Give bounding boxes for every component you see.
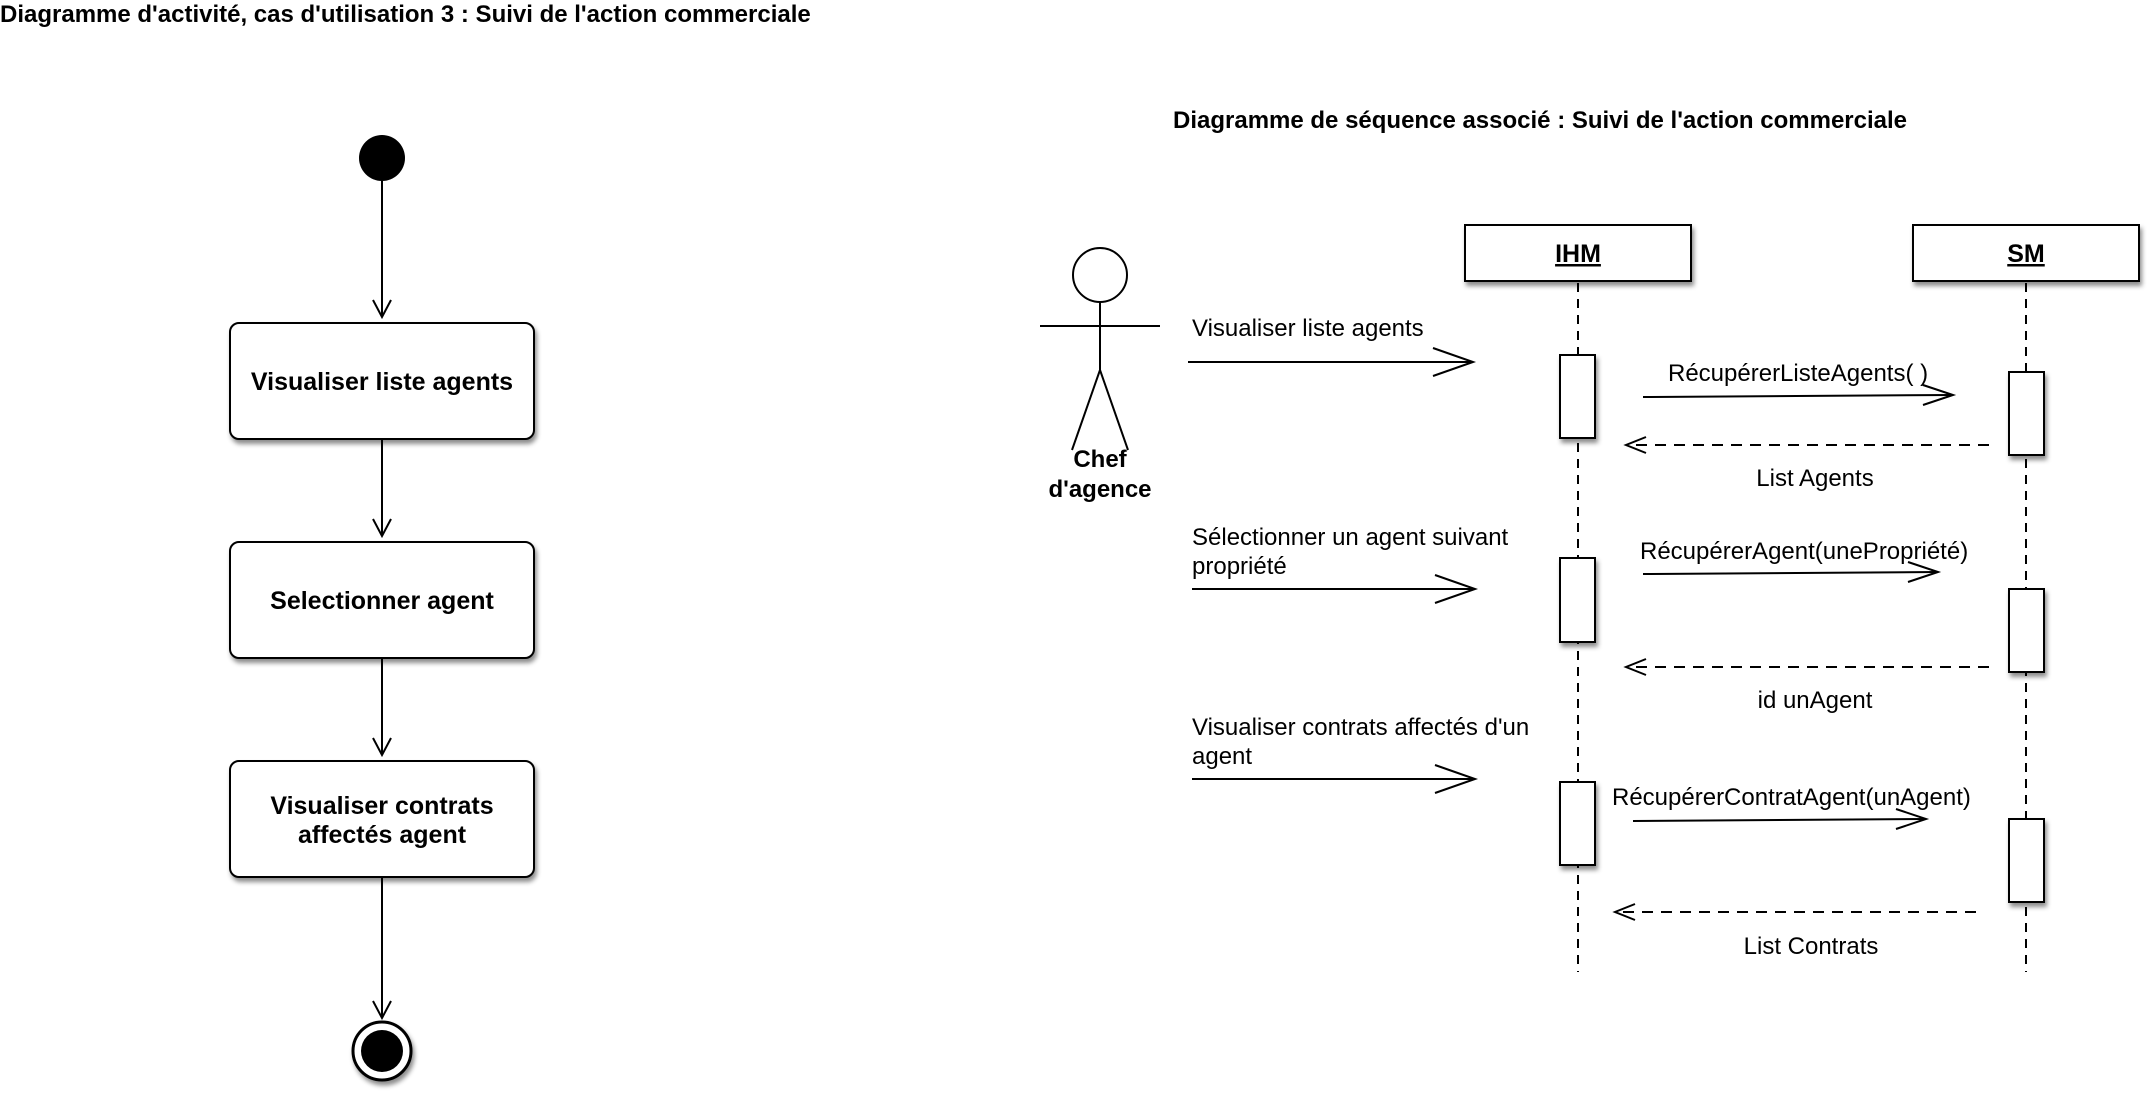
open-arrowhead xyxy=(1922,384,1957,406)
activity-node: Visualiser contrats affectés agent xyxy=(229,760,535,878)
activation-sm xyxy=(2008,588,2045,673)
message-label-line-2: propriété xyxy=(1192,553,1287,580)
return-label: id unAgent xyxy=(1758,687,1873,714)
activation-sm xyxy=(2008,371,2045,456)
actor-label-line-1: Chef xyxy=(1073,446,1127,473)
message-label-line-1: Sélectionner un agent suivant xyxy=(1192,524,1509,551)
open-arrowhead xyxy=(1432,347,1477,377)
sequence-diagram-title: Diagramme de séquence associé : Suivi de… xyxy=(1173,107,1907,134)
return-label: List Contrats xyxy=(1744,933,1879,960)
return-arrowhead xyxy=(1612,903,1636,921)
actor-label-line-2: d'agence xyxy=(1048,476,1151,503)
return-label: List Agents xyxy=(1756,465,1873,492)
activity-diagram-title: Diagramme d'activité, cas d'utilisation … xyxy=(0,1,811,28)
message-label: Visualiser liste agents xyxy=(1192,315,1424,342)
lifeline-label-sm: SM xyxy=(2007,240,2045,268)
open-arrowhead xyxy=(1434,764,1479,794)
call-arrow xyxy=(1632,818,1927,822)
call-label: RécupérerListeAgents( ) xyxy=(1668,360,1928,387)
activity-label-line-2: affectés agent xyxy=(298,821,467,849)
actor-figure xyxy=(1040,247,1160,451)
activity-node: Visualiser liste agents xyxy=(229,322,535,440)
call-arrow xyxy=(1642,571,1939,575)
open-arrowhead xyxy=(1895,808,1930,830)
open-arrowhead xyxy=(1434,574,1479,604)
message-label-line-1: Visualiser contrats affectés d'un xyxy=(1192,714,1529,741)
flow-arrowhead xyxy=(372,518,392,539)
call-arrow xyxy=(1642,394,1954,398)
activity-label: Visualiser liste agents xyxy=(251,368,513,396)
activity-label: Selectionner agent xyxy=(270,587,494,615)
return-arrowhead xyxy=(1623,436,1647,454)
final-node xyxy=(351,1020,413,1082)
activity-label-line-1: Visualiser contrats xyxy=(270,792,493,820)
flow-arrowhead xyxy=(372,737,392,758)
activation-ihm xyxy=(1559,781,1596,866)
initial-node xyxy=(359,135,405,181)
activity-node: Selectionner agent xyxy=(229,541,535,659)
flow-arrowhead xyxy=(372,299,392,320)
message-label-line-2: agent xyxy=(1192,743,1252,770)
call-label: RécupérerContratAgent(unAgent) xyxy=(1612,784,1971,811)
return-arrowhead xyxy=(1623,658,1647,676)
activation-sm xyxy=(2008,818,2045,903)
lifeline-label-ihm: IHM xyxy=(1555,240,1601,268)
flow-arrowhead xyxy=(372,1000,392,1021)
activation-ihm xyxy=(1559,557,1596,643)
open-arrowhead xyxy=(1907,561,1942,583)
call-label: RécupérerAgent(unePropriété) xyxy=(1640,538,1968,565)
activation-ihm xyxy=(1559,354,1596,439)
